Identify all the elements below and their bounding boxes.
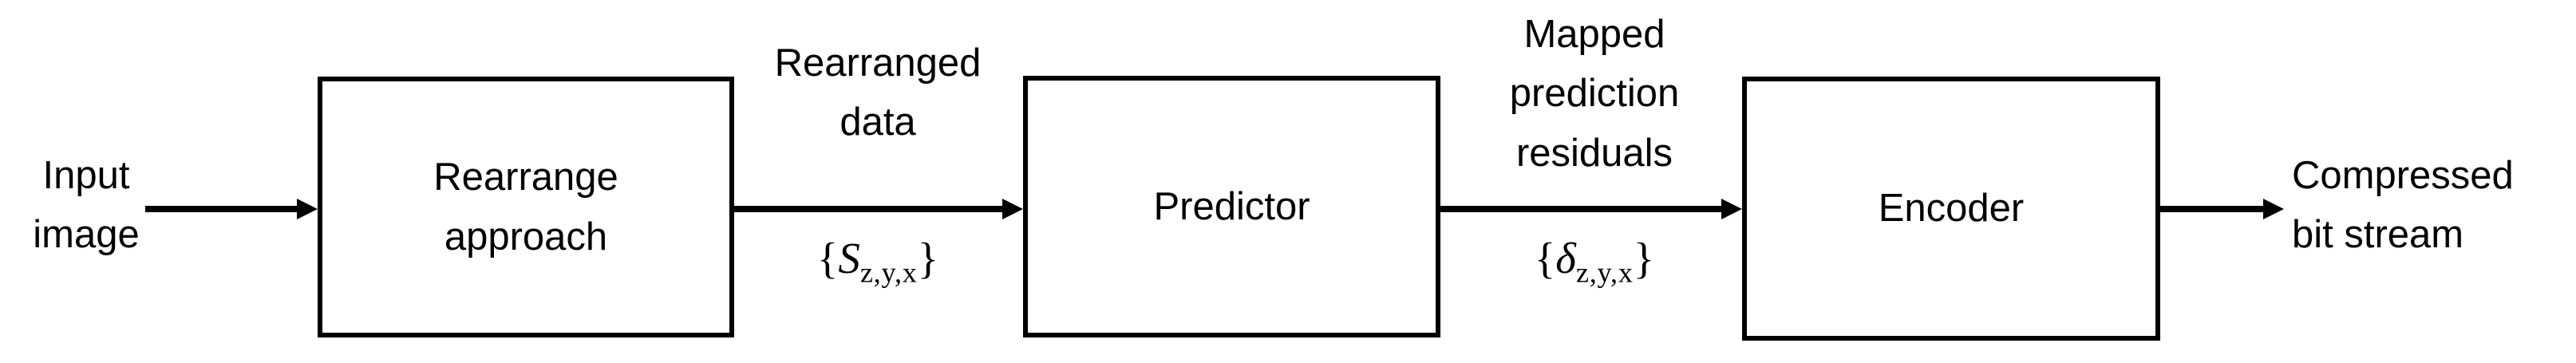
arrow-head-icon (297, 199, 318, 219)
arrow-shaft (2160, 206, 2265, 212)
arrow-head-icon (1002, 199, 1023, 219)
rearranged-data-math: {Sz,y,x} (742, 233, 1013, 290)
math-open-brace: { (1534, 234, 1556, 282)
input-image-label: Input image (33, 154, 140, 257)
mapped-residuals-math: {δz,y,x} (1459, 233, 1730, 290)
mapped-residuals-label: Mapped prediction residuals (1509, 13, 1680, 175)
math-subscript: z,y,x (859, 256, 918, 289)
arrow-head-icon (1721, 199, 1742, 219)
math-close-brace: } (917, 234, 939, 282)
compressed-bitstream-label: Compressed bit stream (2292, 154, 2514, 257)
math-close-brace: } (1633, 234, 1655, 282)
math-open-brace: { (816, 234, 839, 282)
arrow-head-icon (2263, 199, 2284, 219)
math-subscript: z,y,x (1575, 256, 1634, 289)
rearranged-data-label: Rearranged data (774, 41, 982, 144)
block-predictor[interactable]: Predictor (1023, 76, 1440, 337)
arrow-shaft (145, 206, 298, 212)
arrow-shaft (734, 206, 1004, 212)
block-encoder-label: Encoder (1878, 187, 2025, 231)
math-symbol-delta: δ (1555, 234, 1576, 282)
block-encoder[interactable]: Encoder (1742, 77, 2160, 341)
arrow-shaft (1440, 206, 1723, 212)
block-rearrange-approach[interactable]: Rearrange approach (318, 77, 734, 337)
block-rearrange-approach-label: Rearrange approach (433, 156, 618, 258)
math-symbol-s: S (838, 234, 860, 282)
block-predictor-label: Predictor (1153, 184, 1310, 228)
